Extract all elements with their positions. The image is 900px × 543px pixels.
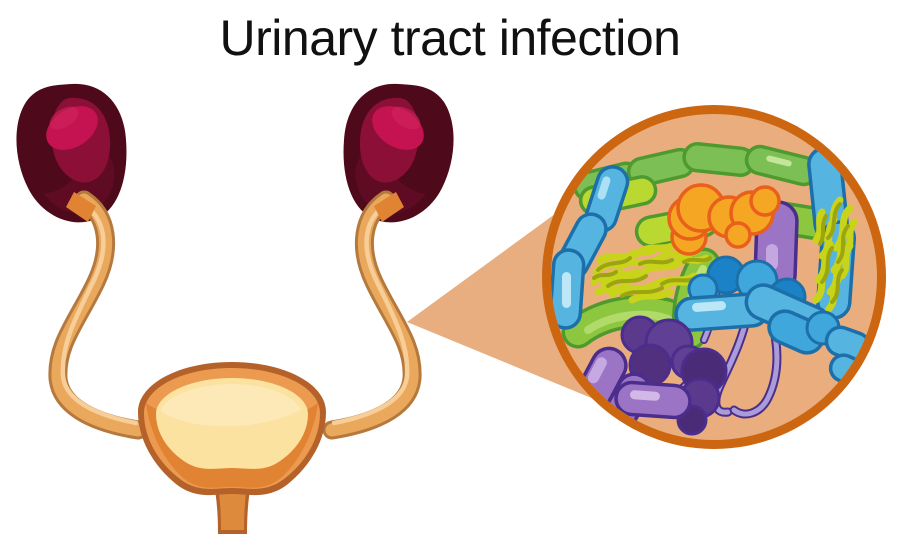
- left-kidney: [16, 83, 127, 223]
- urinary-bladder: [138, 362, 326, 496]
- orange-cocci-chain: [667, 183, 781, 256]
- flagellated-cells-right: [674, 255, 872, 419]
- right-ureter: [322, 190, 422, 440]
- filament-cluster-right: [812, 196, 858, 314]
- green-rod-lower-left: [561, 294, 693, 349]
- left-ureter: [48, 190, 148, 440]
- page-title: Urinary tract infection: [219, 10, 681, 66]
- purple-cocci-chain: [620, 315, 728, 436]
- right-kidney: [343, 83, 454, 223]
- magnified-bacteria-circle: [542, 105, 886, 449]
- blue-rod-left-edge: [551, 248, 586, 330]
